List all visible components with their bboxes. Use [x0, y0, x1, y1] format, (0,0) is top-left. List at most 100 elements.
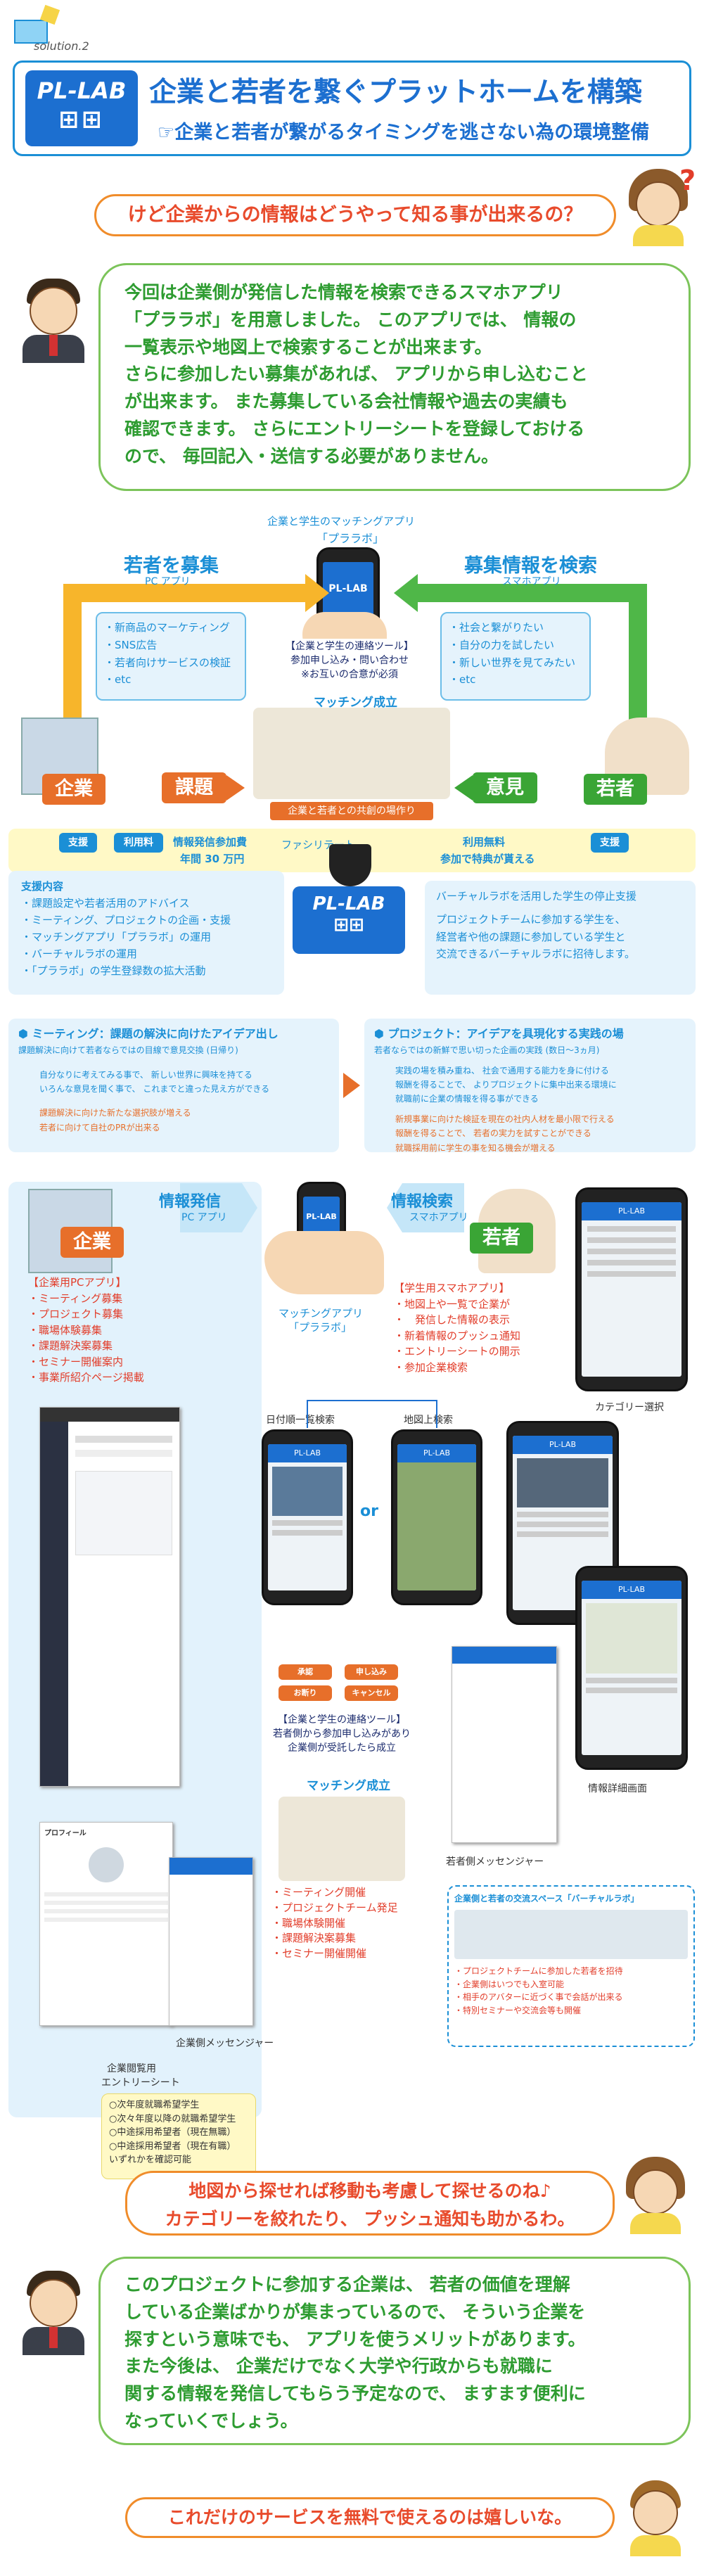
vlab-title: 企業側と若者の交流スペース「バーチャルラボ」 — [454, 1894, 639, 1904]
approve-button[interactable]: 承認 — [279, 1664, 332, 1680]
man-avatar-2 — [15, 2271, 93, 2355]
opinion-tag: 意見 — [473, 772, 537, 803]
project-youth-point: 報酬を得ることで、 よりプロジェクトに集中出来る環境に — [395, 1079, 617, 1090]
info-search-title: 情報検索 — [391, 1193, 454, 1211]
support-title: 支援内容 — [21, 880, 64, 893]
pc-feature: ミーティング募集 — [28, 1291, 144, 1307]
answer-line: なっていくでしょう。 — [124, 2410, 298, 2431]
result-item: プロジェクトチーム発足 — [271, 1901, 398, 1916]
vlab-item: 企業側はいつでも入室可能 — [454, 1978, 688, 1991]
question-text-1: けど企業からの情報はどうやって知る事が出来るの？ — [127, 204, 583, 226]
answer-line: 今回は企業側が発信した情報を検索できるスマホアプリ — [124, 282, 563, 302]
screen-head: PL-LAB — [582, 1202, 681, 1220]
question-text-3: これだけのサービスを無料で使えるのは嬉しいな。 — [167, 2507, 572, 2527]
screen-head: PL-LAB — [397, 1444, 476, 1462]
pc-app-screenshot — [39, 1407, 180, 1787]
contact-tool-box: 【企業と学生の連絡ツール】 参加申し込み・問い合わせ ※お互いの合意が必須 — [276, 639, 423, 681]
left-need: etc — [104, 671, 238, 689]
answer-line: 「プララボ」を用意しました。 このアプリでは、 情報の — [124, 309, 577, 330]
pc-feature: 職場体験募集 — [28, 1322, 144, 1339]
diagram-1: 企業と学生のマッチングアプリ 「プララボ」 PL-LAB 若者を募集 PC アプ… — [0, 506, 704, 999]
free-label-2: 参加で特典が貰える — [440, 853, 535, 865]
left-title: 若者を募集 — [124, 555, 219, 577]
answer-line: 一覧表示や地図上で検索することが出来ます。 — [124, 336, 492, 357]
answer-bubble-1: 今回は企業側が発信した情報を検索できるスマホアプリ 「プララボ」を用意しました。… — [98, 263, 691, 491]
entry-sheet-sub: エントリーシート — [101, 2077, 180, 2089]
girl-avatar-2 — [620, 2157, 691, 2234]
result-item: セミナー開催開催 — [271, 1946, 398, 1962]
entry-sheet-box: ○次年度就職希望学生 ○次々年度以降の就職希望学生 ○中途採用希望者（現在無職）… — [101, 2093, 256, 2179]
info-send-title: 情報発信 — [159, 1193, 222, 1211]
company-tag-2: 企業 — [60, 1227, 124, 1258]
header-decoration — [14, 4, 63, 49]
screen-head: PL-LAB — [268, 1444, 347, 1462]
entry-item: ○次々年度以降の就職希望学生 — [109, 2113, 236, 2124]
meeting-youth-point: いろんな意見を聞く事で、 これまでと違った見え方ができる — [39, 1083, 270, 1094]
pc-feature: 事業所紹介ページ掲載 — [28, 1370, 144, 1386]
info-send-sub: PC アプリ — [181, 1212, 227, 1223]
vlab-support-title: バーチャルラボを活用した学生の停止支援 — [436, 890, 636, 903]
app-label-top: 企業と学生のマッチングアプリ — [267, 515, 416, 528]
matching-label: マッチング成立 — [314, 696, 397, 710]
meeting-scene-image — [253, 708, 450, 799]
vlab-item: プロジェクトチームに参加した若者を招待 — [454, 1965, 688, 1978]
decline-button[interactable]: お断り — [279, 1685, 332, 1701]
girl-avatar-1: ? — [623, 165, 696, 246]
vlab-item: 特別セミナーや交流会等も開催 — [454, 2004, 688, 2017]
hand-image-2 — [264, 1231, 384, 1294]
youth-tag-2: 若者 — [470, 1223, 533, 1254]
right-needs-box: 社会と繋がりたい 自分の力を試したい 新しい世界を見てみたい etc — [440, 612, 591, 701]
question-bubble-1: けど企業からの情報はどうやって知る事が出来るの？ — [94, 194, 616, 236]
answer-line: 探すという意味でも、 アプリを使うメリットがあります。 — [124, 2328, 586, 2349]
app-label-2: マッチングアプリ — [279, 1307, 364, 1320]
sp-features: 【学生用スマホアプリ】 地図上や一覧で企業が 発信した情報の表示 新着情報のプッ… — [394, 1280, 520, 1375]
arrow-left-orange — [63, 584, 309, 602]
meeting-company-point: 課題解決に向けた新たな選択肢が増える — [39, 1108, 191, 1118]
opinion-arrow — [454, 775, 473, 801]
cancel-button[interactable]: キャンセル — [345, 1685, 398, 1701]
contact-tool-box-2: 【企業と学生の連絡ツール】 若者側から参加申し込みがあり 企業側が受託したら成立 — [264, 1712, 419, 1754]
support-item: ミーティング、プロジェクトの企画・支援 — [21, 912, 271, 929]
meeting-scene-image-2 — [279, 1797, 405, 1881]
venue-label: 企業と若者との共創の場作り — [270, 802, 433, 820]
left-needs-box: 新商品のマーケティング SNS広告 若者向けサービスの検証 etc — [96, 612, 246, 701]
vlab-support-line: 経営者や他の課題に参加している学生と — [436, 930, 626, 943]
project-company-point: 新規事業に向けた検証を現在の社内人材を最小限で行える — [395, 1114, 615, 1124]
contact-tool-line-2: 企業側が受託したら成立 — [288, 1742, 396, 1754]
vlab-support-line: 交流できるバーチャルラボに招待します。 — [436, 948, 636, 961]
entry-sheet-title: 企業閲覧用 — [107, 2063, 156, 2074]
sp-feature: エントリーシートの開示 — [394, 1344, 520, 1360]
question-bubble-2: 地図から探せれば移動も考慮して探せるのね♪ カテゴリーを絞れたり、 プッシュ通知… — [125, 2171, 615, 2236]
meeting-to-project-arrow — [343, 1073, 360, 1098]
venue-text: 企業と若者との共創の場作り — [288, 805, 416, 817]
support-item: マッチングアプリ「プララボ」の運用 — [21, 929, 271, 945]
support-item: バーチャルラボの運用 — [21, 945, 271, 962]
entry-item: ○中途採用希望者（現在無職） — [109, 2127, 236, 2138]
screen-head: PL-LAB — [513, 1436, 613, 1454]
map-search-label: 地図上検索 — [404, 1415, 453, 1426]
answer-line: ので、 毎回記入・送信する必要がありません。 — [124, 445, 499, 466]
apply-button[interactable]: 申し込み — [345, 1664, 398, 1680]
youth-messenger-screenshot — [452, 1646, 557, 1843]
page-subtitle: ☞企業と若者が繋がるタイミングを逃さない為の環境整備 — [158, 122, 650, 144]
or-label: or — [360, 1503, 378, 1520]
vlab-support-line: プロジェクトチームに参加する学生を、 — [436, 912, 626, 926]
detail-label: 情報詳細画面 — [588, 1783, 647, 1794]
right-sub: スマホアプリ — [502, 576, 561, 587]
left-need: 新商品のマーケティング — [104, 619, 238, 637]
app-name-2: 「プララボ」 — [288, 1321, 352, 1334]
left-sub: PC アプリ — [145, 576, 191, 587]
sp-feature: 参加企業検索 — [394, 1360, 520, 1376]
vlab-item: 相手のアバターに近づく事で会話が出来る — [454, 1991, 688, 2004]
project-sub: 若者ならではの新鮮で思い切った企画の実践 (数日〜3ヵ月) — [374, 1045, 600, 1056]
company-messenger-screenshot — [169, 1857, 253, 2026]
support-content-box: 支援内容 課題設定や若者活用のアドバイス ミーティング、プロジェクトの企画・支援… — [8, 871, 284, 995]
right-need: 新しい世界を見てみたい — [449, 654, 582, 672]
sp-feature: 地図上や一覧で企業が — [394, 1296, 520, 1313]
fee-text-1: 情報発信参加費 — [173, 836, 248, 848]
answer-line: また今後は、 企業だけでなく大学や行政からも就職に — [124, 2356, 553, 2377]
left-need: SNS広告 — [104, 637, 238, 654]
vlab-support-box: バーチャルラボを活用した学生の停止支援 プロジェクトチームに参加する学生を、 経… — [425, 881, 696, 995]
free-label-1: 利用無料 — [463, 836, 506, 848]
youth-messenger-label: 若者側メッセンジャー — [446, 1856, 544, 1868]
